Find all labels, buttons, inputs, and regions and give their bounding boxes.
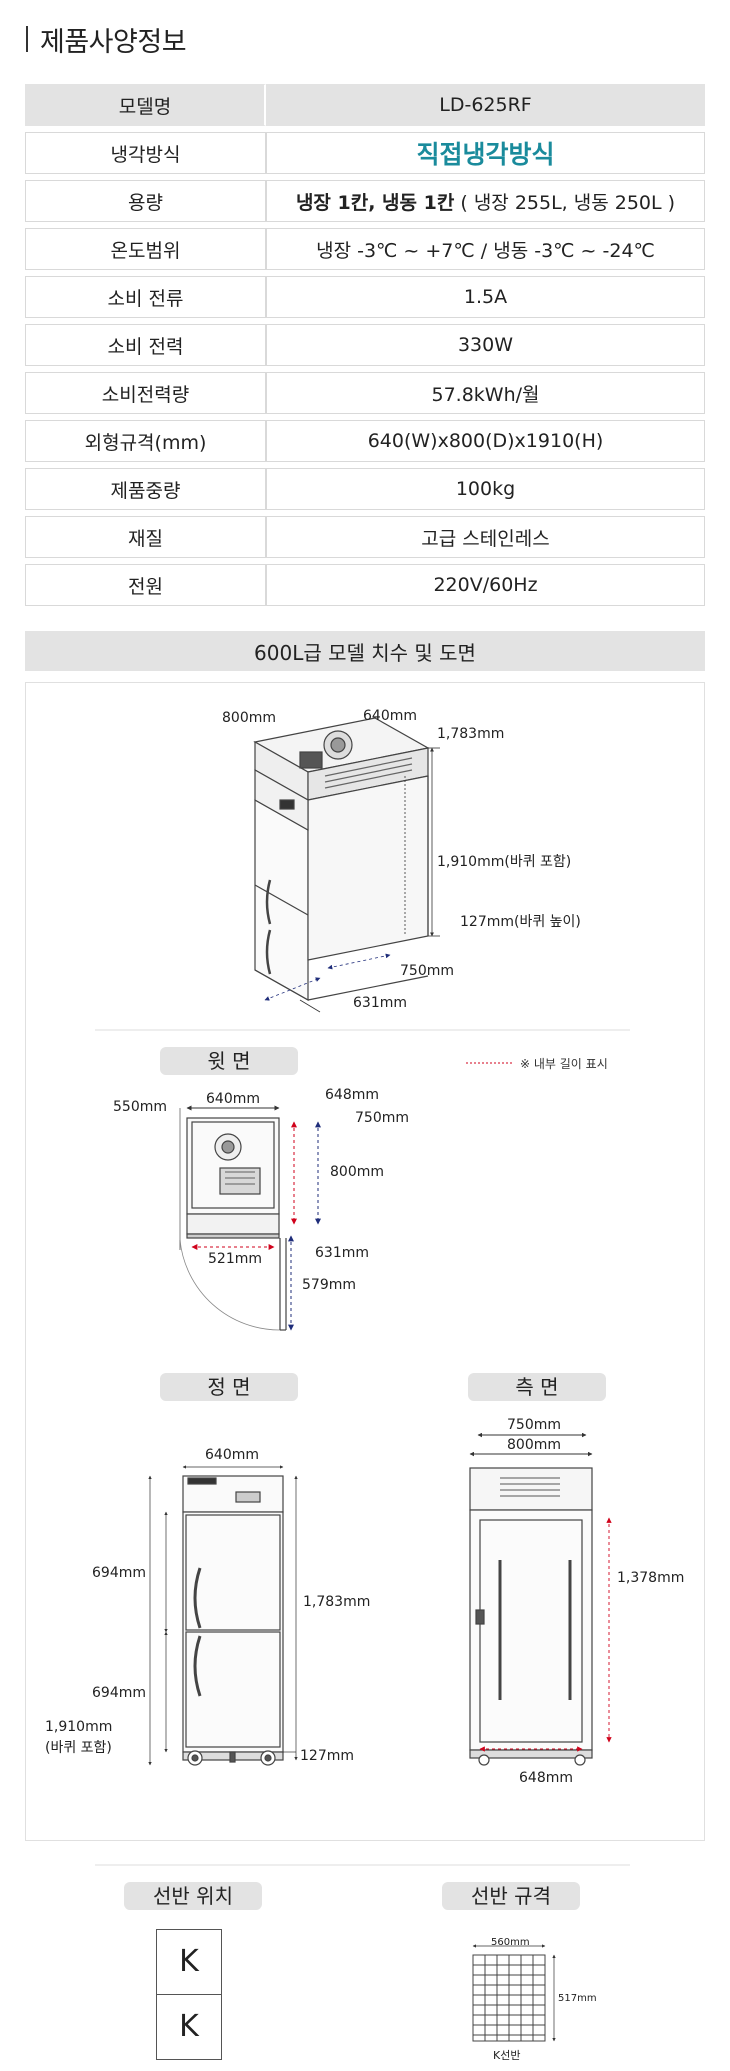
spec-label: 온도범위 (25, 228, 266, 270)
page-title-text: 제품사양정보 (40, 26, 187, 58)
top-dim-640: 640mm (206, 1091, 260, 1107)
iso-dim-631: 631mm (353, 995, 407, 1011)
spec-label: 소비 전류 (25, 276, 266, 318)
shelf-spec-label: 선반 규격 (442, 1882, 580, 1910)
spec-label: 냉각방식 (25, 132, 266, 174)
table-row: 전원 220V/60Hz (25, 564, 705, 606)
title-bar (26, 26, 28, 52)
shelf-grid-drawing (472, 1954, 546, 2042)
top-dim-521: 521mm (208, 1251, 262, 1267)
spec-label: 용량 (25, 180, 266, 222)
table-row: 소비 전력 330W (25, 324, 705, 366)
iso-dim-640: 640mm (363, 708, 417, 724)
front-dim-127: 127mm (300, 1748, 354, 1764)
spec-label: 외형규격(mm) (25, 420, 266, 462)
spec-value: 1.5A (266, 276, 705, 318)
table-row: 냉각방식 직접냉각방식 (25, 132, 705, 174)
top-view-dimensions (179, 1105, 321, 1331)
side-view-dimensions (469, 1432, 612, 1752)
spec-value: 냉장 1칸, 냉동 1칸 ( 냉장 255L, 냉동 250L ) (266, 180, 705, 222)
side-view-drawing (469, 1467, 593, 1766)
table-row: 소비 전류 1.5A (25, 276, 705, 318)
spec-label: 재질 (25, 516, 266, 558)
spec-value: 직접냉각방식 (266, 132, 705, 174)
front-dim-1910-note: (바퀴 포함) (45, 1740, 112, 1756)
side-dim-750: 750mm (507, 1417, 561, 1433)
spec-value: 220V/60Hz (266, 564, 705, 606)
front-view-drawing (182, 1475, 284, 1766)
spec-value: 57.8kWh/월 (266, 372, 705, 414)
spec-value: 640(W)x800(D)x1910(H) (266, 420, 705, 462)
iso-dim-127: 127mm(바퀴 높이) (460, 914, 581, 930)
inner-length-note: ※ 내부 길이 표시 (520, 1057, 608, 1071)
shelf-grid-dimensions (472, 1944, 556, 2042)
shelf-width-dim: 560mm (491, 1937, 530, 1948)
capacity-bold: 냉장 1칸, 냉동 1칸 (295, 191, 455, 214)
shelf-depth-dim: 517mm (558, 1993, 597, 2004)
top-dim-550: 550mm (113, 1099, 167, 1115)
cooling-method-value: 직접냉각방식 (416, 140, 555, 169)
shelf-position-k-top: K (156, 1929, 222, 1995)
front-dim-1910: 1,910mm (45, 1719, 113, 1735)
top-dim-579: 579mm (302, 1277, 356, 1293)
front-dim-640: 640mm (205, 1447, 259, 1463)
iso-dim-1910: 1,910mm(바퀴 포함) (437, 854, 572, 870)
spec-value: 330W (266, 324, 705, 366)
table-row: 온도범위 냉장 -3℃ ~ +7℃ / 냉동 -3℃ ~ -24℃ (25, 228, 705, 270)
front-dim-694-top: 694mm (92, 1565, 146, 1581)
front-dim-694-bottom: 694mm (92, 1685, 146, 1701)
top-view-label: 윗 면 (160, 1047, 298, 1075)
top-dim-800: 800mm (330, 1164, 384, 1180)
page-title: 제품사양정보 (26, 22, 187, 58)
spec-label: 제품중량 (25, 468, 266, 510)
side-dim-1378: 1,378mm (617, 1570, 685, 1586)
drawing-panel (25, 682, 705, 1841)
spec-table: 모델명 LD-625RF 냉각방식 직접냉각방식 용량 냉장 1칸, 냉동 1칸… (25, 78, 705, 612)
front-view-label: 정 면 (160, 1373, 298, 1401)
spec-value: 100kg (266, 468, 705, 510)
front-dim-1783: 1,783mm (303, 1594, 371, 1610)
table-row: 용량 냉장 1칸, 냉동 1칸 ( 냉장 255L, 냉동 250L ) (25, 180, 705, 222)
spec-label: 전원 (25, 564, 266, 606)
iso-dim-750: 750mm (400, 963, 454, 979)
table-row: 소비전력량 57.8kWh/월 (25, 372, 705, 414)
iso-dim-800: 800mm (222, 710, 276, 726)
spec-value: 냉장 -3℃ ~ +7℃ / 냉동 -3℃ ~ -24℃ (266, 228, 705, 270)
top-dim-750: 750mm (355, 1110, 409, 1126)
spec-value: 고급 스테인레스 (266, 516, 705, 558)
spec-label: 소비 전력 (25, 324, 266, 366)
top-view-drawing (179, 1117, 287, 1331)
spec-value: LD-625RF (266, 84, 705, 126)
table-row: 재질 고급 스테인레스 (25, 516, 705, 558)
capacity-rest: ( 냉장 255L, 냉동 250L ) (454, 191, 676, 214)
table-row: 외형규격(mm) 640(W)x800(D)x1910(H) (25, 420, 705, 462)
top-dim-631: 631mm (315, 1245, 369, 1261)
iso-dim-1783: 1,783mm (437, 726, 505, 742)
shelf-position-k-bottom: K (156, 1994, 222, 2060)
spec-label: 모델명 (25, 84, 266, 126)
table-row: 제품중량 100kg (25, 468, 705, 510)
front-view-dimensions (148, 1465, 298, 1766)
table-row: 모델명 LD-625RF (25, 84, 705, 126)
dimension-section-title: 600L급 모델 치수 및 도면 (25, 631, 705, 671)
shelf-caption: K선반 (493, 2049, 521, 2062)
iso-fridge-drawing (253, 717, 430, 1002)
side-view-label: 측 면 (468, 1373, 606, 1401)
side-dim-800: 800mm (507, 1437, 561, 1453)
iso-dimension-lines (264, 747, 440, 1013)
shelf-position-label: 선반 위치 (124, 1882, 262, 1910)
top-dim-648: 648mm (325, 1087, 379, 1103)
spec-label: 소비전력량 (25, 372, 266, 414)
side-dim-648: 648mm (519, 1770, 573, 1786)
